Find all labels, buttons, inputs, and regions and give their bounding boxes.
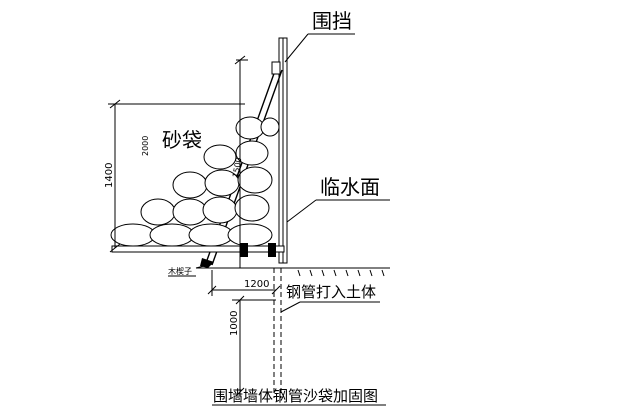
ground-line [196, 267, 390, 277]
sandbags-label: 砂袋 [162, 128, 202, 152]
leader-lines [168, 33, 390, 313]
embedded-pipes [273, 268, 282, 398]
pipe-driven-label: 钢管打入土体 [286, 283, 376, 301]
base-plate [111, 243, 285, 257]
wood-wedge [195, 258, 214, 269]
dim-base-width: 1200 [244, 279, 269, 290]
hoarding-label: 围挡 [312, 9, 352, 33]
dim-diagonal: 1500 [231, 157, 243, 179]
dim-height-bags: 2000 [141, 136, 150, 156]
hoarding-wall [278, 37, 288, 264]
wood-wedge-label: 木楔子 [168, 266, 192, 276]
dimension-lines [108, 55, 281, 397]
water-level-label: 临水面 [320, 175, 380, 199]
dim-embed-depth: 1000 [229, 311, 240, 336]
dim-height-total: 1400 [104, 163, 115, 188]
diagram-caption: 围墙墙体钢管沙袋加固图 [213, 387, 378, 405]
sandbag-stack [110, 116, 280, 247]
